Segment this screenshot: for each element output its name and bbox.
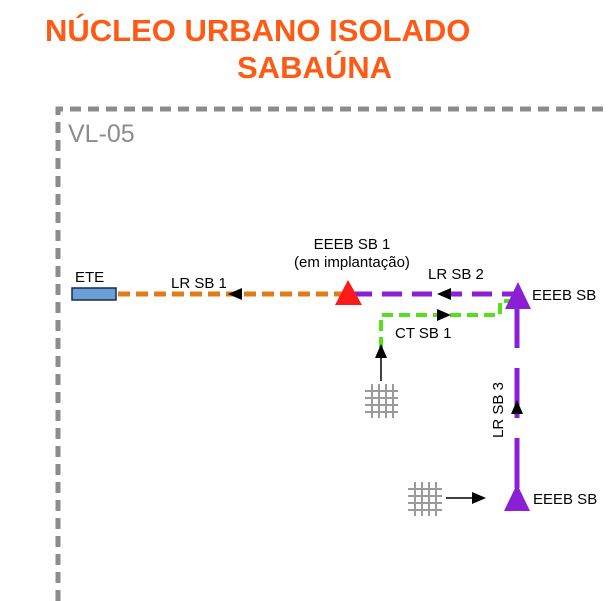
title-line-2: SABAÚNA (237, 50, 392, 85)
ct-sb1-line (379, 299, 513, 348)
ct-sb1-label: CT SB 1 (395, 325, 451, 342)
frame-label: VL-05 (68, 120, 135, 148)
area-frame (55, 106, 608, 601)
flow-arrow-icon (511, 400, 523, 414)
flow-arrow-icon (228, 288, 242, 300)
eeeb-sb1-name: EEEB SB 1 (314, 236, 391, 253)
ete-label: ETE (75, 269, 104, 286)
lr-sb2-label: LR SB 2 (428, 266, 484, 283)
ete-icon (71, 287, 117, 301)
flow-arrow-icon (375, 344, 387, 358)
lr-sb1-label: LR SB 1 (171, 275, 227, 292)
eeeb-sb1-icon (335, 280, 362, 305)
title-line-1: NÚCLEO URBANO ISOLADO (45, 13, 471, 48)
eeeb-sb-top-icon (505, 282, 531, 309)
flow-arrow-icon (437, 288, 451, 300)
eeeb-sb1-status: (em implantação) (294, 254, 410, 271)
eeeb-sb-bottom-icon (504, 484, 530, 511)
flow-arrow-icon (437, 309, 451, 321)
eeeb-sb-top-label: EEEB SB (532, 287, 596, 304)
eeeb-sb-bottom-label: EEEB SB (533, 491, 597, 508)
flow-arrow-icon (472, 492, 486, 504)
collection-grid-icon (365, 384, 398, 418)
collection-grid-icon (408, 482, 442, 516)
lr-sb3-label: LR SB 3 (490, 382, 507, 438)
